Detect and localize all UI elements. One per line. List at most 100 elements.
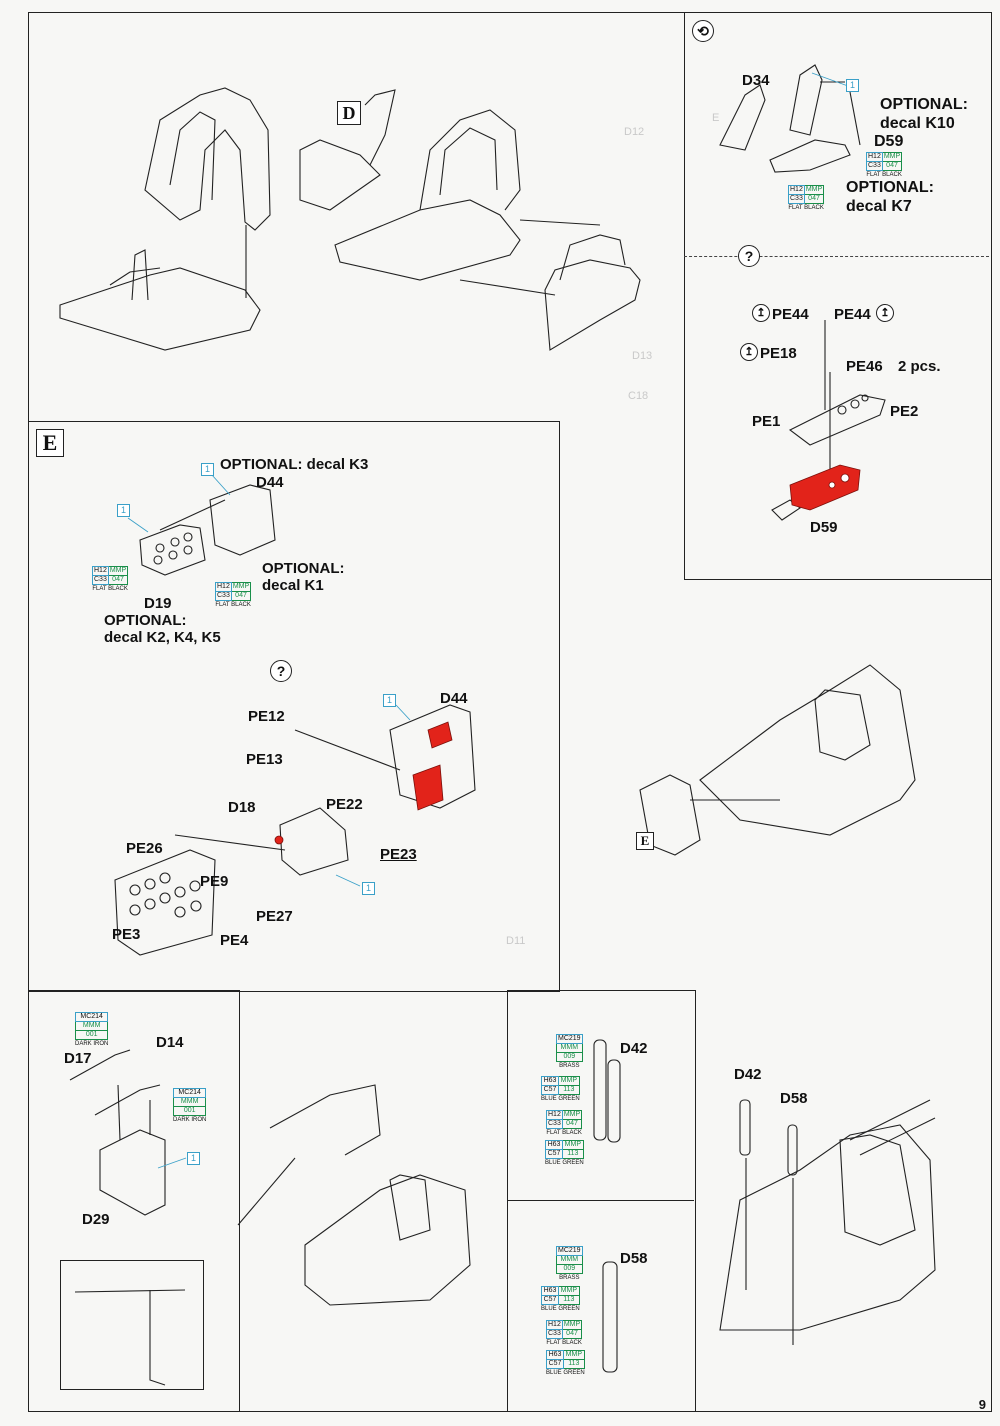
reverse-side-icon: ⟲ (692, 20, 714, 42)
part-label-d17: D17 (64, 1050, 92, 1067)
part-label-pe13: PE13 (246, 751, 283, 768)
seat-side-frames-drawing (719, 84, 766, 151)
d29-mount-drawing (99, 1129, 166, 1216)
pe-bracket-drawing (389, 704, 476, 809)
part-label-pe1: PE1 (752, 413, 781, 430)
d58-cylinder-drawing (602, 1261, 618, 1373)
optional-decal-k2-k4-k5: OPTIONAL: decal K2, K4, K5 (104, 612, 221, 646)
ghost-label: D11 (506, 935, 526, 947)
part-label-pe27: PE27 (256, 908, 293, 925)
cockpit-assembly-drawing (699, 664, 916, 836)
part-label-d14: D14 (156, 1034, 184, 1051)
optional-decal-k3: OPTIONAL: decal K3 (220, 456, 369, 473)
panel-top-right (684, 12, 992, 580)
ref-number-badge: 1 (187, 1152, 200, 1165)
part-label-pe22: PE22 (326, 796, 363, 813)
ghost-label: D12 (624, 126, 645, 138)
instrument-panel-drawing (139, 524, 206, 576)
part-label-pe23: PE23 (380, 846, 417, 863)
red-highlighted-parts (274, 464, 861, 845)
part-label-d59: D59 (810, 519, 838, 536)
seat-assembly-drawing (304, 1174, 471, 1306)
part-label-d34: D34 (742, 72, 770, 89)
part-label-pe18: PE18 (760, 345, 797, 362)
part-label-d18: D18 (228, 799, 256, 816)
panel-gun-inset (60, 1260, 204, 1390)
optional-decal-k1: OPTIONAL: decal K1 (262, 560, 345, 594)
panel-guns (28, 990, 240, 1412)
ref-number-badge: 1 (383, 694, 396, 707)
part-label-pe44: PE44 (772, 306, 809, 323)
fold-icon: ↥ (740, 343, 758, 361)
part-label-pe46: PE46 (846, 358, 883, 375)
part-label-pe3: PE3 (112, 926, 141, 943)
page-number: 9 (978, 1397, 986, 1412)
step-e-badge: E (36, 429, 64, 457)
ref-number-badge: 1 (117, 504, 130, 517)
ref-number-badge: 1 (201, 463, 214, 476)
question-icon: ? (270, 660, 292, 682)
step-d-badge: D (337, 101, 361, 125)
d42-cylinder-drawing (593, 1039, 607, 1141)
part-label-d44: D44 (256, 474, 284, 491)
optional-decal-k10: OPTIONAL: decal K10 (880, 96, 968, 132)
ref-number-badge: 1 (846, 79, 859, 92)
paint-callout-brass: MC219 MMM 009 BRASS (556, 1246, 583, 1281)
part-label-d19: D19 (144, 595, 172, 612)
paint-callout-dark-iron: MC214 MMM 001 DARK IRON (172, 1088, 207, 1123)
panel-divider (684, 256, 989, 257)
part-label-pe44: PE44 (834, 306, 871, 323)
final-assembly-drawing (719, 1124, 936, 1331)
paint-callout-brass: MC219 MMM 009 BRASS (556, 1034, 583, 1069)
quantity-label: 2 pcs. (898, 358, 941, 375)
part-label-d59: D59 (874, 133, 904, 150)
guns-drawing (69, 1049, 131, 1081)
part-label-pe4: PE4 (220, 932, 249, 949)
part-label-pe2: PE2 (890, 403, 919, 420)
ref-number-badge: 1 (362, 882, 375, 895)
d44-highlight (427, 721, 453, 749)
part-label-pe12: PE12 (248, 708, 285, 725)
d59-highlight (789, 464, 861, 511)
part-label-d44: D44 (440, 690, 468, 707)
part-label-d29: D29 (82, 1211, 110, 1228)
part-label-pe9: PE9 (200, 873, 229, 890)
ghost-label: C18 (628, 390, 649, 402)
part-label-pe26: PE26 (126, 840, 163, 857)
pe3-panel-drawing (114, 849, 216, 956)
paint-callout-dark-iron: MC214 MMM 001 DARK IRON (74, 1012, 109, 1047)
part-label-d58: D58 (780, 1090, 808, 1107)
panel-d42-d58 (507, 990, 696, 1412)
optional-decal-k7: OPTIONAL: decal K7 (846, 179, 934, 215)
part-label-d42: D42 (620, 1040, 648, 1057)
pe9-highlight (274, 835, 284, 845)
question-icon: ? (738, 245, 760, 267)
pe-panel-drawing (788, 394, 886, 446)
ghost-label: E (712, 112, 720, 124)
part-label-d58: D58 (620, 1250, 648, 1267)
rear-frame-drawing (544, 259, 641, 351)
d44-frame-drawing (209, 484, 276, 556)
seat-frame-drawing (144, 87, 271, 231)
panel-e (28, 421, 560, 992)
fold-icon: ↥ (752, 304, 770, 322)
cockpit-tub-drawing (334, 199, 521, 281)
step-e-ref-badge: E (636, 832, 654, 850)
pe22-highlight (412, 764, 444, 811)
panel-d42-divider (507, 1200, 694, 1202)
part-label-d42: D42 (734, 1066, 762, 1083)
ghost-label: D13 (632, 350, 653, 362)
fold-icon: ↥ (876, 304, 894, 322)
